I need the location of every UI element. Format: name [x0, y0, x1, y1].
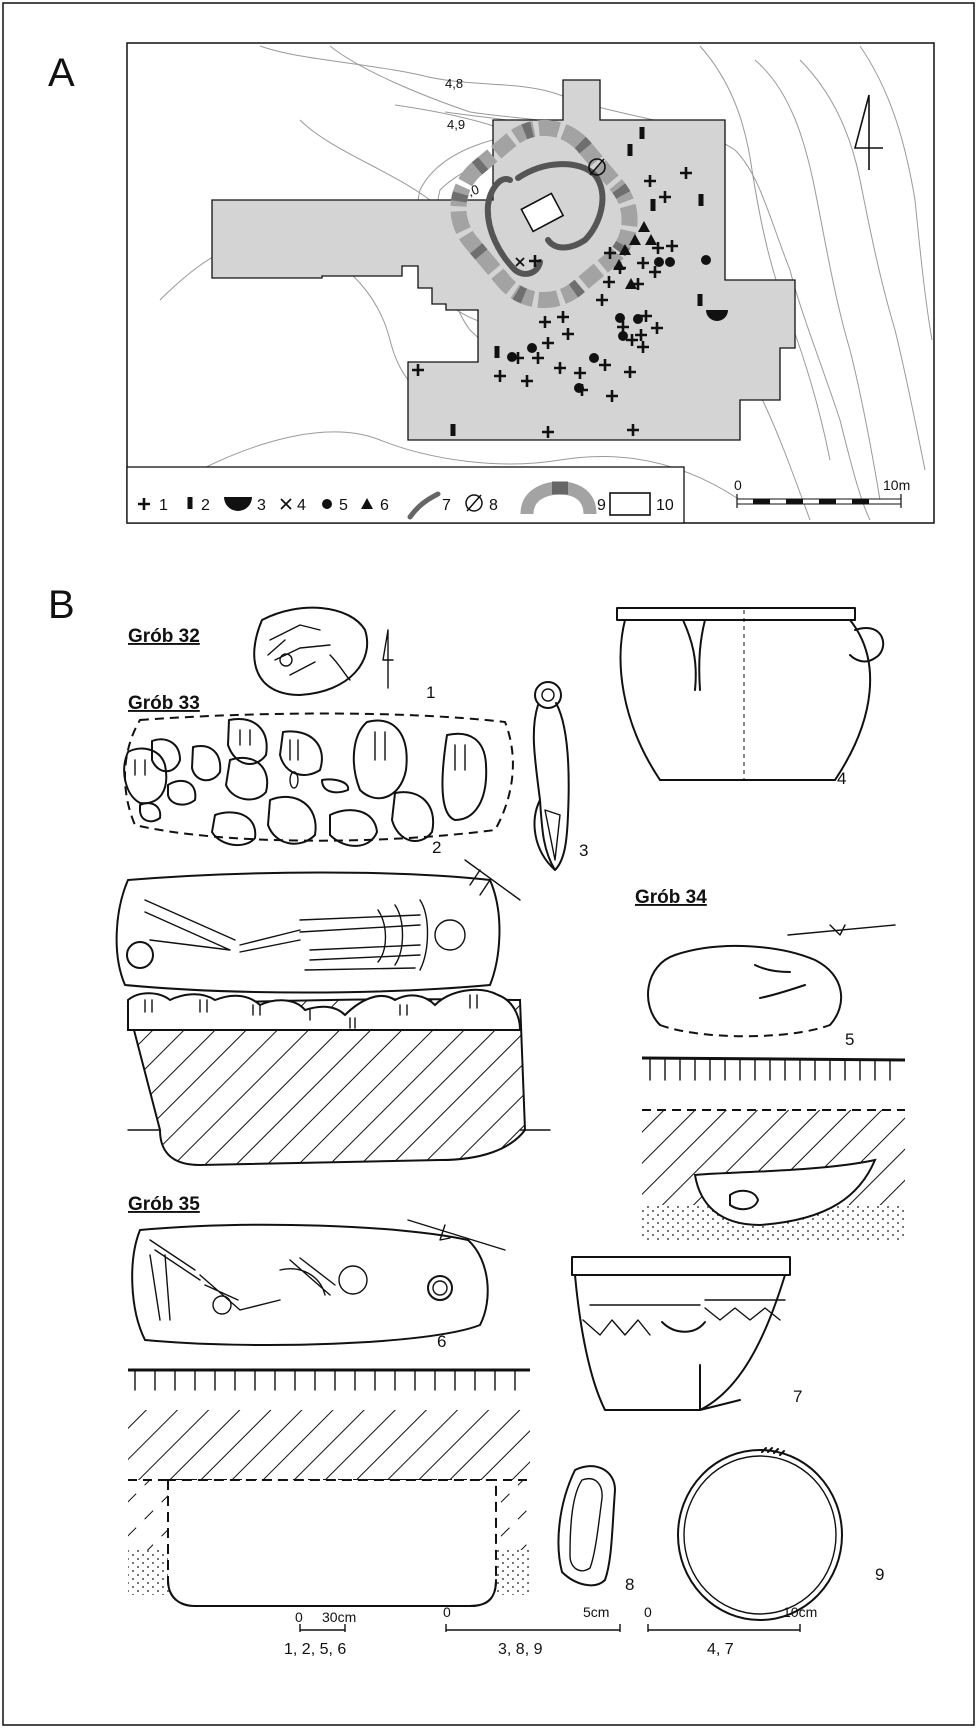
- map-legend: 1 2 3 4 5 6 7 8 9 10: [126, 466, 685, 524]
- scale-3-start: 0: [644, 1604, 652, 1620]
- ring-feature: [450, 119, 638, 309]
- scale-1-start: 0: [295, 1609, 303, 1625]
- scale-1-end: 30cm: [322, 1609, 356, 1625]
- legend-num-2: 2: [201, 497, 210, 514]
- grave-33-title: Grób 33: [128, 693, 200, 714]
- grave-33-skeleton-plan: [115, 859, 521, 994]
- grave-33-section: [126, 988, 551, 1167]
- fig-num-3: 3: [579, 841, 588, 860]
- panel-a-label: A: [48, 51, 75, 95]
- legend-num-8: 8: [489, 497, 498, 514]
- legend-num-9: 9: [597, 497, 606, 514]
- map-scale-bar: 0 10m: [734, 477, 910, 508]
- vessel-4-drawing: 4: [616, 607, 885, 788]
- map-scale-start: 0: [734, 477, 742, 493]
- scale-bar-30cm: 0 30cm 1, 2, 5, 6: [284, 1609, 356, 1658]
- fig-num-2: 2: [432, 838, 441, 857]
- grave-34-title: Grób 34: [635, 887, 707, 908]
- scale-2-end: 5cm: [583, 1604, 609, 1620]
- legend-num-5: 5: [339, 497, 348, 514]
- fig-num-9: 9: [875, 1565, 884, 1584]
- site-map: 4,8 4,9 5,0: [126, 42, 935, 524]
- fig-num-6: 6: [437, 1332, 446, 1351]
- panel-b-label: B: [48, 583, 75, 627]
- legend-num-10: 10: [656, 497, 674, 514]
- fig-num-8: 8: [625, 1575, 634, 1594]
- scale-bar-5cm: 0 5cm 3, 8, 9: [443, 1604, 621, 1658]
- ring-9-drawing: 9: [677, 1447, 884, 1621]
- scale-bar-10cm: 0 10cm 4, 7: [644, 1604, 817, 1658]
- north-arrow: [853, 94, 883, 170]
- scale-2-applies: 3, 8, 9: [498, 1641, 543, 1658]
- grave-33-stones: [123, 718, 488, 847]
- grave-33: Grób 33 2: [123, 693, 514, 857]
- contour-label-49: 4,9: [447, 117, 465, 132]
- legend-num-7: 7: [442, 497, 451, 514]
- legend-num-1: 1: [159, 497, 168, 514]
- vessel-7-drawing: 7: [571, 1256, 802, 1411]
- scale-3-applies: 4, 7: [707, 1641, 734, 1658]
- map-scale-end: 10m: [883, 477, 910, 493]
- fibula-drawing: 3: [532, 681, 588, 871]
- grave-35: Grób 35 6: [128, 1194, 530, 1607]
- scale-1-applies: 1, 2, 5, 6: [284, 1641, 346, 1658]
- legend-num-4: 4: [297, 497, 306, 514]
- fig-num-1: 1: [426, 683, 435, 702]
- grave-32-title: Grób 32: [128, 626, 200, 647]
- fig-num-5: 5: [845, 1030, 854, 1049]
- grave-32: Grób 32 1: [128, 606, 435, 702]
- grave-35-title: Grób 35: [128, 1194, 200, 1215]
- find-markers: [410, 127, 728, 440]
- grave-33-stone-pit: [123, 712, 514, 842]
- fig-num-4: 4: [837, 769, 846, 788]
- contour-label-48: 4,8: [445, 76, 463, 91]
- grave-34: Grób 34 5: [635, 887, 906, 1240]
- fig-num-7: 7: [793, 1387, 802, 1406]
- legend-num-3: 3: [257, 497, 266, 514]
- scale-3-end: 10cm: [783, 1604, 817, 1620]
- fragment-8-drawing: 8: [557, 1465, 634, 1594]
- legend-num-6: 6: [380, 497, 389, 514]
- scale-2-start: 0: [443, 1604, 451, 1620]
